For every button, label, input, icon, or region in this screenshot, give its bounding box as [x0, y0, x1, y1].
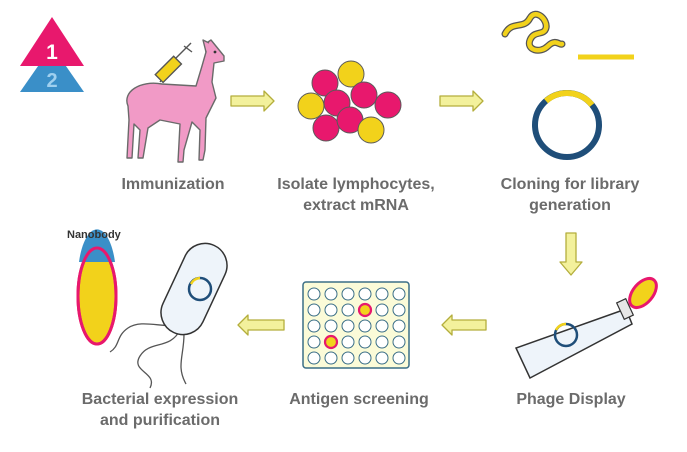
nanobody-label: Nanobody [67, 229, 121, 241]
well [375, 287, 389, 301]
step-phage-display-label: Phage Display [516, 389, 625, 410]
llama-icon [126, 39, 225, 163]
step-antigen-screening-label: Antigen screening [289, 389, 429, 410]
logo-digit-front: 1 [46, 41, 58, 64]
well [358, 351, 372, 365]
well [307, 303, 321, 317]
logo-icon: 2 1 [20, 17, 84, 92]
well [307, 351, 321, 365]
well [392, 319, 406, 333]
well [392, 303, 406, 317]
well [358, 335, 372, 349]
well [324, 287, 338, 301]
well [358, 287, 372, 301]
step-bacterial-expression-label: Bacterial expression and purification [82, 389, 239, 431]
well [392, 335, 406, 349]
well [323, 334, 339, 350]
well [392, 351, 406, 365]
well [375, 319, 389, 333]
well [307, 319, 321, 333]
plasmid-icon [532, 90, 602, 160]
lymphocytes-icon [297, 60, 402, 144]
step-antigen-screening-line1: Antigen screening [289, 391, 429, 408]
well [307, 287, 321, 301]
well [375, 335, 389, 349]
step-isolate-label: Isolate lymphocytes, extract mRNA [277, 174, 434, 216]
logo-digit-back: 2 [46, 70, 57, 92]
step-phage-display-line1: Phage Display [516, 391, 626, 408]
dna-icon [501, 10, 634, 60]
well [324, 319, 338, 333]
well [358, 319, 372, 333]
well [324, 303, 338, 317]
step-immunization-line1: Immunization [121, 176, 225, 193]
step-cloning-label: Cloning for library generation [501, 174, 640, 216]
well [341, 319, 355, 333]
well [341, 303, 355, 317]
bacterium-icon [109, 242, 228, 389]
step-isolate-line2: extract mRNA [303, 197, 409, 214]
well [324, 351, 338, 365]
well [341, 287, 355, 301]
step-bacterial-expression-line2: and purification [100, 412, 220, 429]
step-bacterial-expression-line1: Bacterial expression [81, 391, 239, 408]
step-isolate-line1: Isolate lymphocytes, [277, 176, 435, 193]
well [375, 303, 389, 317]
phage-icon [514, 276, 658, 380]
well [375, 351, 389, 365]
well [392, 287, 406, 301]
step-immunization-label: Immunization [121, 174, 224, 195]
well [357, 302, 373, 318]
well-grid [307, 287, 406, 365]
step-cloning-line1: Cloning for library [500, 176, 640, 193]
well [307, 335, 321, 349]
nanobody-icon [76, 229, 118, 346]
well [341, 335, 355, 349]
well [341, 351, 355, 365]
syringe-icon [154, 42, 193, 84]
step-cloning-line2: generation [529, 197, 611, 214]
arrow-icon [230, 90, 583, 336]
